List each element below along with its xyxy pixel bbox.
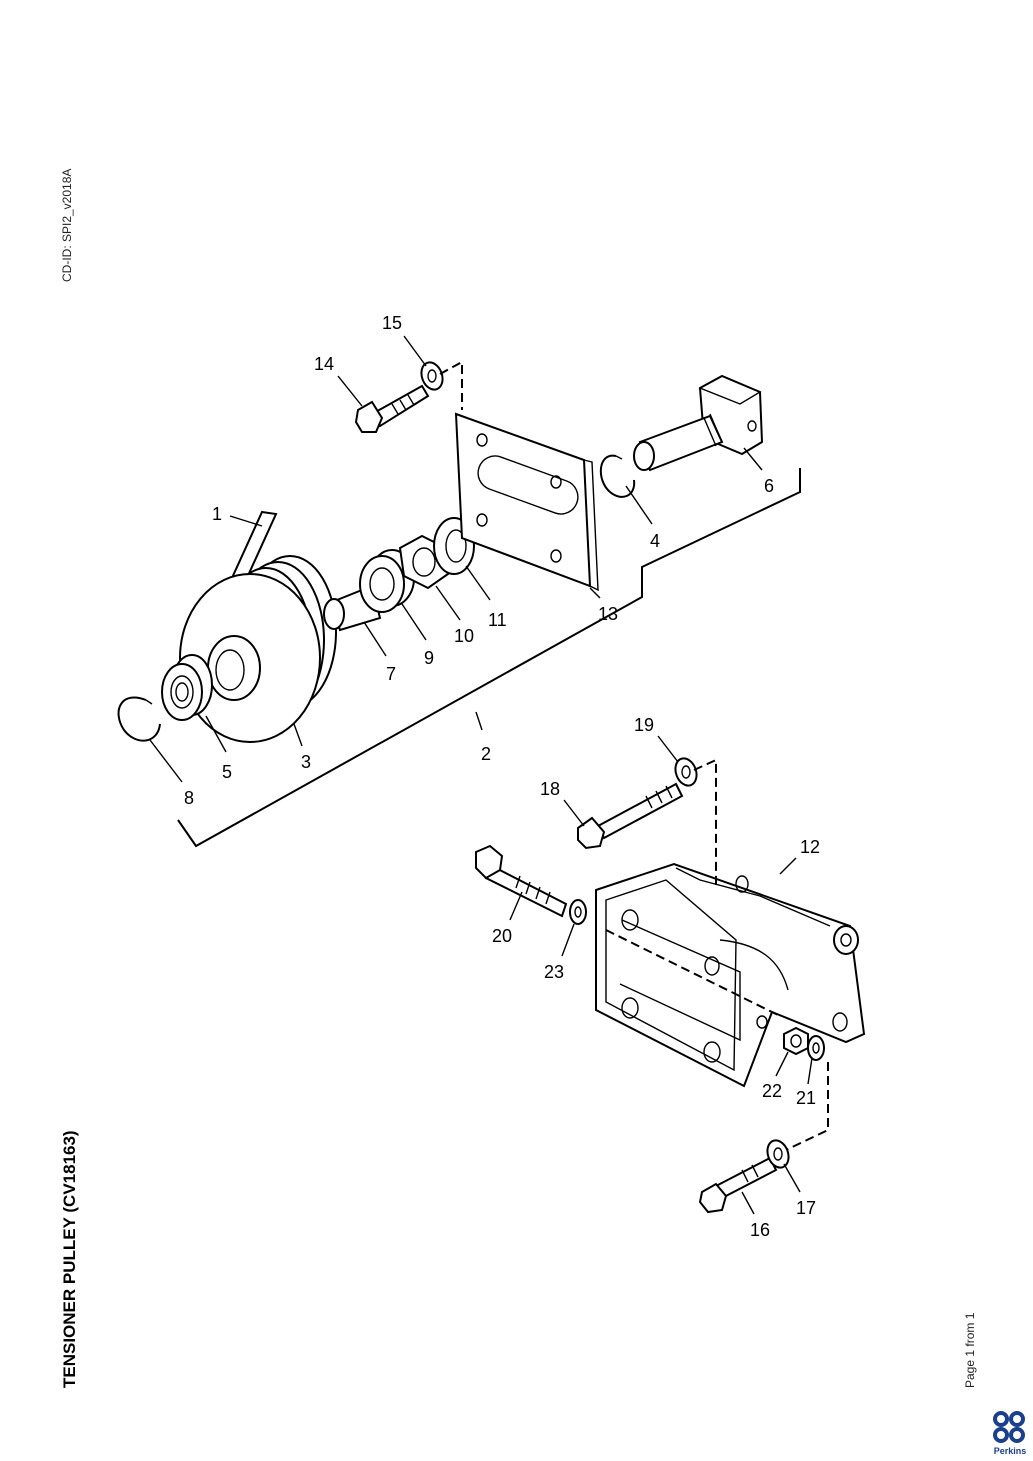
centerline-18	[693, 758, 717, 886]
callout-18: 18	[540, 779, 560, 799]
assembly-bracket	[177, 468, 801, 848]
callout-labels: 1 2 3 4 5 6 7 8 9 10 11 12 13 14 15 16 1…	[184, 313, 820, 1240]
part-9-bearing	[359, 549, 415, 613]
callout-6: 6	[764, 476, 774, 496]
callout-11: 11	[488, 610, 507, 630]
part-6-pivot-pin	[633, 374, 764, 472]
callout-19: 19	[634, 715, 654, 735]
leader-lines	[149, 335, 813, 1215]
callout-4: 4	[650, 531, 660, 551]
callout-21: 21	[796, 1088, 816, 1108]
perkins-logo-text: Perkins	[993, 1446, 1027, 1456]
callout-14: 14	[314, 354, 334, 374]
centerline-14	[439, 360, 463, 410]
part-13-plate	[454, 412, 599, 592]
callout-8: 8	[184, 788, 194, 808]
callout-20: 20	[492, 926, 512, 946]
part-23-washer	[569, 899, 587, 925]
part-8-circlip	[117, 696, 161, 742]
callout-10: 10	[454, 626, 474, 646]
part-19-washer	[674, 757, 698, 787]
part-14-bolt	[354, 384, 430, 433]
part-12-bracket	[595, 862, 866, 1088]
callout-17: 17	[796, 1198, 816, 1218]
part-20-bolt	[475, 844, 568, 918]
callout-9: 9	[424, 648, 434, 668]
callout-3: 3	[301, 752, 311, 772]
part-16-bolt	[698, 1156, 778, 1214]
callout-2: 2	[481, 744, 491, 764]
part-7-spacer	[323, 584, 382, 632]
callout-1: 1	[212, 504, 222, 524]
part-3-pulley	[179, 555, 337, 743]
centerline-16	[785, 1062, 829, 1151]
perkins-logo: Perkins	[988, 1410, 1032, 1460]
callout-5: 5	[222, 762, 232, 782]
callout-16: 16	[750, 1220, 770, 1240]
callout-15: 15	[382, 313, 402, 333]
part-22-nut	[783, 1026, 809, 1056]
part-18-bolt	[577, 782, 684, 850]
part-17-washer	[766, 1139, 790, 1169]
perkins-logo-icon	[993, 1411, 1025, 1443]
centerline-20	[605, 929, 781, 1017]
part-4-circlip	[599, 454, 636, 498]
callout-13: 13	[598, 604, 618, 624]
part-5-bearing	[161, 654, 213, 721]
callout-23: 23	[544, 962, 564, 982]
callout-22: 22	[762, 1081, 782, 1101]
part-21-washer	[807, 1035, 825, 1061]
callout-12: 12	[800, 837, 820, 857]
callout-7: 7	[386, 664, 396, 684]
